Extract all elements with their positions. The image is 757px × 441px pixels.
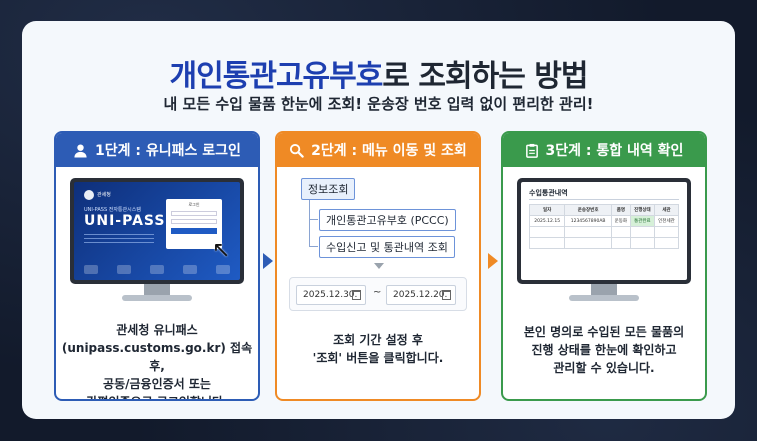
quick-icon xyxy=(216,265,230,274)
table-header-row: 일자 운송장번호 품명 진행상태 세관 xyxy=(528,204,680,216)
unipass-tagline: UNI-PASS 전자통관시스템 xyxy=(84,207,141,213)
step-2-panel: 2단계 : 메뉴 이동 및 조회 정보조회 개인통관고유부호 (PCCC) 수입… xyxy=(275,131,481,401)
column-header: 운송장번호 xyxy=(564,204,612,216)
arrow-right-icon xyxy=(488,253,498,269)
login-box-title: 로그인 xyxy=(188,202,200,207)
menu-tree-line xyxy=(309,246,318,247)
quick-icon xyxy=(183,265,197,274)
monitor-neck xyxy=(144,284,170,296)
monitor-base xyxy=(569,295,639,301)
menu-pccc: 개인통관고유부호 (PCCC) xyxy=(319,209,456,231)
monitor-screen: 수입통관내역 일자 운송장번호 품명 진행상태 세관 2025.12.15 12… xyxy=(517,178,691,284)
step-1-desc-line: 관세청 유니패스 xyxy=(116,323,198,337)
quick-icon xyxy=(117,265,131,274)
title-highlight: 개인통관고유부호 xyxy=(169,59,384,94)
login-pw-field xyxy=(171,219,217,224)
table-row-empty xyxy=(528,226,680,238)
page-subtitle: 내 모든 수입 물품 한눈에 조회! 운송장 번호 입력 없이 편리한 관리! xyxy=(163,95,594,113)
customs-logo-text: 관세청 xyxy=(97,192,111,198)
table-cell: 운동화 xyxy=(610,215,631,227)
quick-icon xyxy=(84,265,98,274)
step-3-header: 3단계 : 통합 내역 확인 xyxy=(503,133,705,167)
menu-info-lookup: 정보조회 xyxy=(301,178,356,200)
table-row: 2025.12.15 1234567890AB 운동화 통관완료 인천세관 xyxy=(528,215,680,227)
login-id-field xyxy=(171,211,217,216)
unipass-text-lines xyxy=(84,234,154,244)
monitor-neck xyxy=(591,284,617,296)
column-header: 진행상태 xyxy=(629,204,655,216)
menu-tree-line xyxy=(309,195,310,247)
step-3-description: 본인 명의로 수입된 모든 물품의 진행 상태를 한눈에 확인하고 관리할 수 … xyxy=(507,323,701,377)
quick-icon xyxy=(150,265,164,274)
step-1-description: 관세청 유니패스 (unipass.customs.go.kr) 접속 후, 공… xyxy=(60,321,254,399)
step-2-description: 조회 기간 설정 후 '조회' 버튼을 클릭합니다. xyxy=(281,331,475,367)
record-title: 수입통관내역 xyxy=(529,189,568,197)
infographic-card: 개인통관고유부호로 조회하는 방법 내 모든 수입 물품 한눈에 조회! 운송장… xyxy=(22,21,735,419)
date-from-value: 2025.12.30. xyxy=(303,290,358,300)
mouse-cursor-icon: ↖ xyxy=(212,238,231,263)
column-header: 품명 xyxy=(610,204,631,216)
date-range-picker: 2025.12.30. ~ 2025.12.20. xyxy=(289,277,467,311)
step-3-panel: 3단계 : 통합 내역 확인 수입통관내역 일자 운송장번호 품명 진행상태 세… xyxy=(501,131,707,401)
date-separator: ~ xyxy=(373,287,382,298)
step-3-desc-line: 본인 명의로 수입된 모든 물품의 xyxy=(523,325,685,339)
login-button xyxy=(171,228,217,234)
date-to-value: 2025.12.20. xyxy=(393,290,448,300)
menu-tree-line xyxy=(309,219,318,220)
step-3-title: 3단계 : 통합 내역 확인 xyxy=(545,143,684,159)
monitor-illustration: 수입통관내역 일자 운송장번호 품명 진행상태 세관 2025.12.15 12… xyxy=(517,178,691,303)
step-2-desc-line: '조회' 버튼을 클릭합니다. xyxy=(312,351,444,365)
customs-logo-icon xyxy=(84,190,94,200)
clearance-record-page: 수입통관내역 일자 운송장번호 품명 진행상태 세관 2025.12.15 12… xyxy=(521,182,687,280)
monitor-illustration: 관세청 UNI-PASS 전자통관시스템 UNI-PASS 로그인 ↖ xyxy=(70,178,244,303)
step-1-title: 1단계 : 유니패스 로그인 xyxy=(95,143,241,159)
arrow-right-icon xyxy=(263,253,273,269)
unipass-quick-icons xyxy=(84,265,230,274)
clipboard-icon xyxy=(525,143,538,158)
step-1-desc-line: 간편인증으로 로그인합니다. xyxy=(60,393,254,399)
record-table: 일자 운송장번호 품명 진행상태 세관 2025.12.15 123456789… xyxy=(528,204,680,249)
status-badge: 통관완료 xyxy=(629,215,655,227)
step-3-desc-line: 관리할 수 있습니다. xyxy=(553,361,655,375)
date-to-field: 2025.12.20. xyxy=(386,285,456,305)
user-icon xyxy=(74,144,87,158)
menu-import-clearance-lookup: 수입신고 및 통관내역 조회 xyxy=(319,236,455,258)
step-1-header: 1단계 : 유니패스 로그인 xyxy=(56,133,258,167)
step-2-title: 2단계 : 메뉴 이동 및 조회 xyxy=(311,143,467,159)
monitor-base xyxy=(122,295,192,301)
unipass-brand: UNI-PASS xyxy=(84,213,166,229)
step-2-header: 2단계 : 메뉴 이동 및 조회 xyxy=(277,133,479,167)
monitor-screen: 관세청 UNI-PASS 전자통관시스템 UNI-PASS 로그인 ↖ xyxy=(70,178,244,284)
step-2-desc-line: 조회 기간 설정 후 xyxy=(333,333,423,347)
calendar-icon xyxy=(442,290,451,300)
title-rest: 로 조회하는 방법 xyxy=(382,59,588,94)
table-row-empty xyxy=(528,237,680,249)
column-header: 세관 xyxy=(653,204,680,216)
column-header: 일자 xyxy=(528,204,566,216)
search-icon xyxy=(290,143,304,158)
login-box: 로그인 xyxy=(166,199,222,249)
step-1-desc-line: (unipass.customs.go.kr) 접속 후, xyxy=(61,341,253,373)
table-cell: 2025.12.15 xyxy=(528,215,566,227)
down-triangle-icon xyxy=(374,263,384,269)
date-from-field: 2025.12.30. xyxy=(296,285,366,305)
calendar-icon xyxy=(352,290,361,300)
step-3-desc-line: 진행 상태를 한눈에 확인하고 xyxy=(531,343,677,357)
table-cell: 1234567890AB xyxy=(564,215,612,227)
record-divider xyxy=(529,199,679,200)
table-cell: 인천세관 xyxy=(653,215,680,227)
unipass-login-page: 관세청 UNI-PASS 전자통관시스템 UNI-PASS 로그인 ↖ xyxy=(74,182,240,280)
step-1-desc-line: 공동/금융인증서 또는 xyxy=(103,377,211,391)
step-1-panel: 1단계 : 유니패스 로그인 관세청 UNI-PASS 전자통관시스템 UNI-… xyxy=(54,131,260,401)
page-title: 개인통관고유부호로 조회하는 방법 xyxy=(22,51,735,95)
